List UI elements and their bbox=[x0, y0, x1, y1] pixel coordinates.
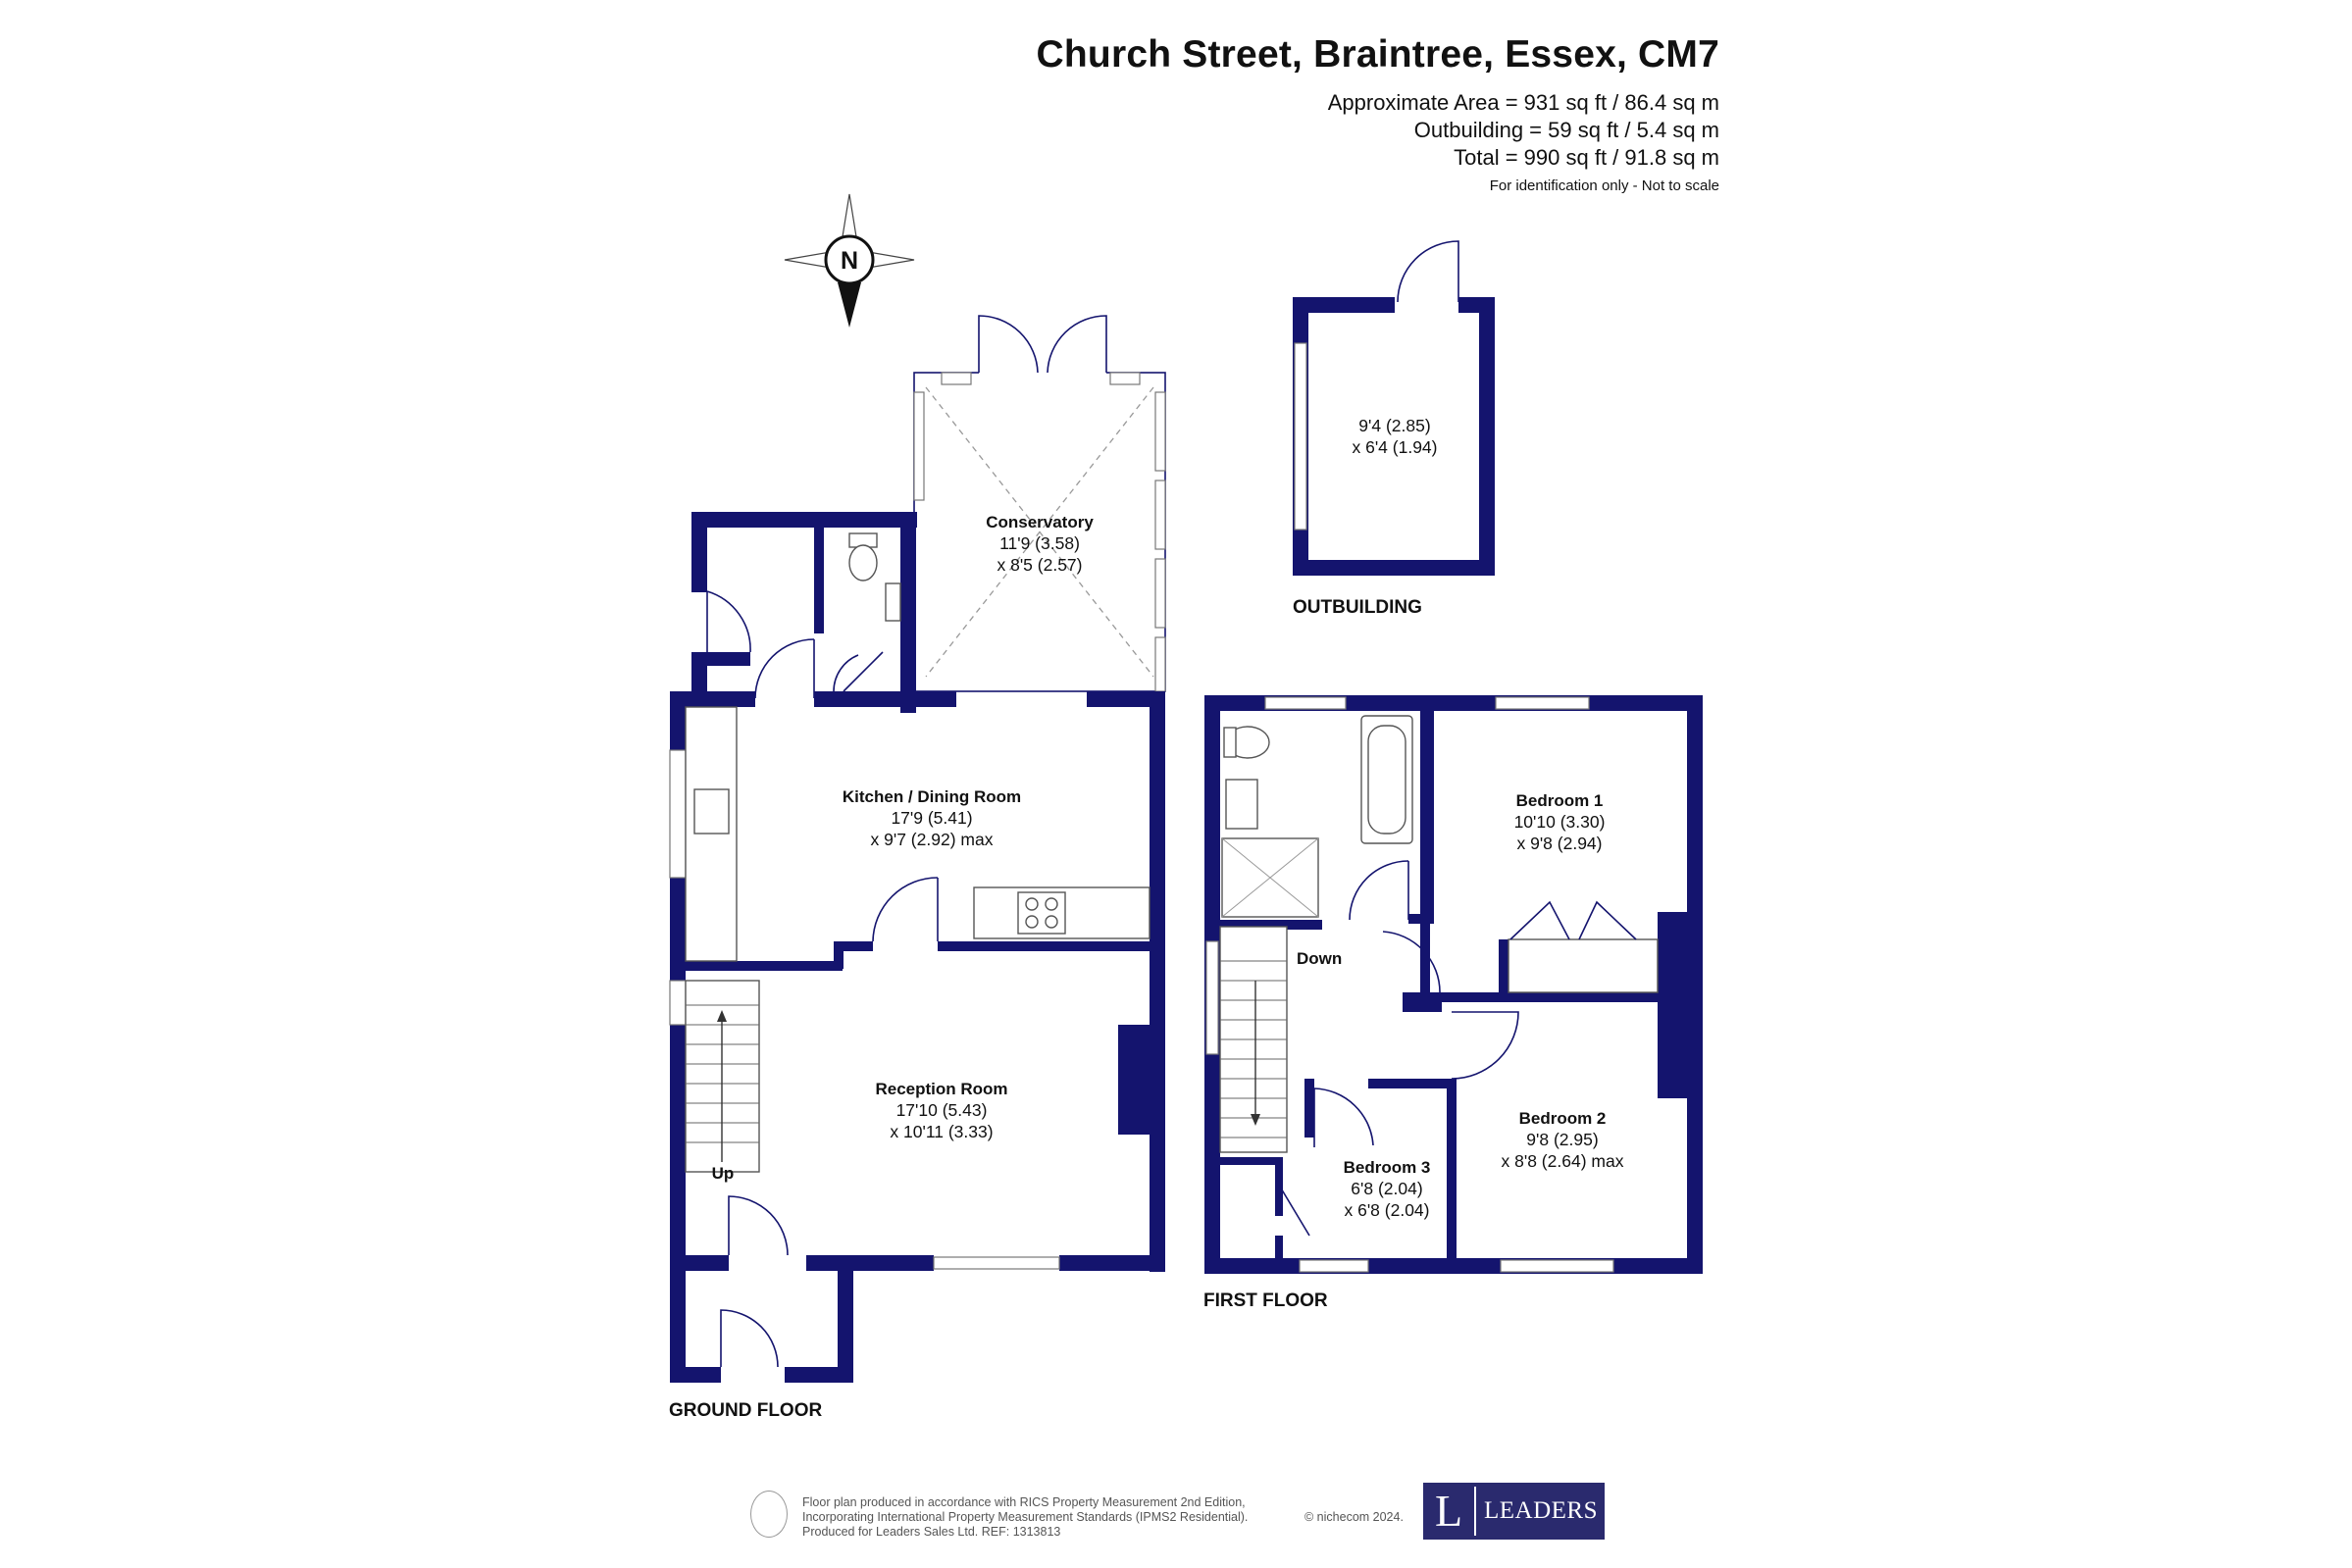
bedroom-2-dim-2: x 8'8 (2.64) max bbox=[1502, 1151, 1624, 1171]
leaders-logo: L LEADERS bbox=[1423, 1483, 1605, 1540]
logo-letter: L bbox=[1435, 1487, 1476, 1536]
kitchen-dim-2: x 9'7 (2.92) max bbox=[871, 830, 994, 849]
outbuilding-dim-1: 9'4 (2.85) bbox=[1358, 416, 1430, 435]
bedroom-2-dim-1: 9'8 (2.95) bbox=[1526, 1130, 1598, 1149]
outbuilding-dim-2: x 6'4 (1.94) bbox=[1353, 437, 1438, 457]
compass-icon: N bbox=[784, 193, 915, 328]
first-floor-plan bbox=[1204, 695, 1703, 1274]
reception-name: Reception Room bbox=[875, 1080, 1007, 1098]
bedroom-1-name: Bedroom 1 bbox=[1516, 791, 1604, 810]
measurement-standard-icon bbox=[750, 1491, 788, 1538]
conservatory-dim-1: 11'9 (3.58) bbox=[999, 533, 1080, 553]
ground-floor-plan bbox=[669, 315, 1166, 1383]
bedroom-1-dim-1: 10'10 (3.30) bbox=[1514, 812, 1606, 832]
logo-text: LEADERS bbox=[1484, 1497, 1598, 1524]
stairs-down-label: Down bbox=[1297, 949, 1342, 968]
ground-floor-label: GROUND FLOOR bbox=[669, 1400, 822, 1421]
bedroom-2-name: Bedroom 2 bbox=[1519, 1109, 1607, 1128]
approximate-area: Approximate Area = 931 sq ft / 86.4 sq m bbox=[1327, 90, 1719, 115]
stairs-up-label: Up bbox=[712, 1164, 735, 1183]
footer-line-1: Floor plan produced in accordance with R… bbox=[802, 1495, 1246, 1509]
outbuilding-area: Outbuilding = 59 sq ft / 5.4 sq m bbox=[1413, 118, 1719, 142]
bedroom-1-dim-2: x 9'8 (2.94) bbox=[1517, 834, 1603, 853]
conservatory-name: Conservatory bbox=[986, 513, 1094, 531]
footer-copyright: © nichecom 2024. bbox=[1304, 1510, 1404, 1524]
compass-north-label: N bbox=[841, 247, 858, 275]
conservatory-dim-2: x 8'5 (2.57) bbox=[997, 555, 1083, 575]
bedroom-3-name: Bedroom 3 bbox=[1344, 1158, 1431, 1177]
footer-notes: Floor plan produced in accordance with R… bbox=[802, 1495, 1248, 1540]
footer-line-3: Produced for Leaders Sales Ltd. REF: 131… bbox=[802, 1525, 1061, 1539]
outbuilding-plan bbox=[1293, 240, 1495, 576]
reception-dim-2: x 10'11 (3.33) bbox=[890, 1122, 993, 1141]
first-floor-label: FIRST FLOOR bbox=[1203, 1290, 1328, 1311]
footer-line-2: Incorporating International Property Mea… bbox=[802, 1510, 1249, 1524]
disclaimer: For identification only - Not to scale bbox=[1489, 177, 1719, 194]
kitchen-dim-1: 17'9 (5.41) bbox=[891, 808, 972, 828]
bedroom-3-dim-1: 6'8 (2.04) bbox=[1351, 1179, 1422, 1198]
page-title: Church Street, Braintree, Essex, CM7 bbox=[1036, 33, 1719, 76]
reception-dim-1: 17'10 (5.43) bbox=[896, 1100, 988, 1120]
bedroom-3-dim-2: x 6'8 (2.04) bbox=[1345, 1200, 1430, 1220]
outbuilding-label: OUTBUILDING bbox=[1293, 597, 1422, 618]
total-area: Total = 990 sq ft / 91.8 sq m bbox=[1454, 145, 1719, 170]
kitchen-name: Kitchen / Dining Room bbox=[843, 787, 1021, 806]
